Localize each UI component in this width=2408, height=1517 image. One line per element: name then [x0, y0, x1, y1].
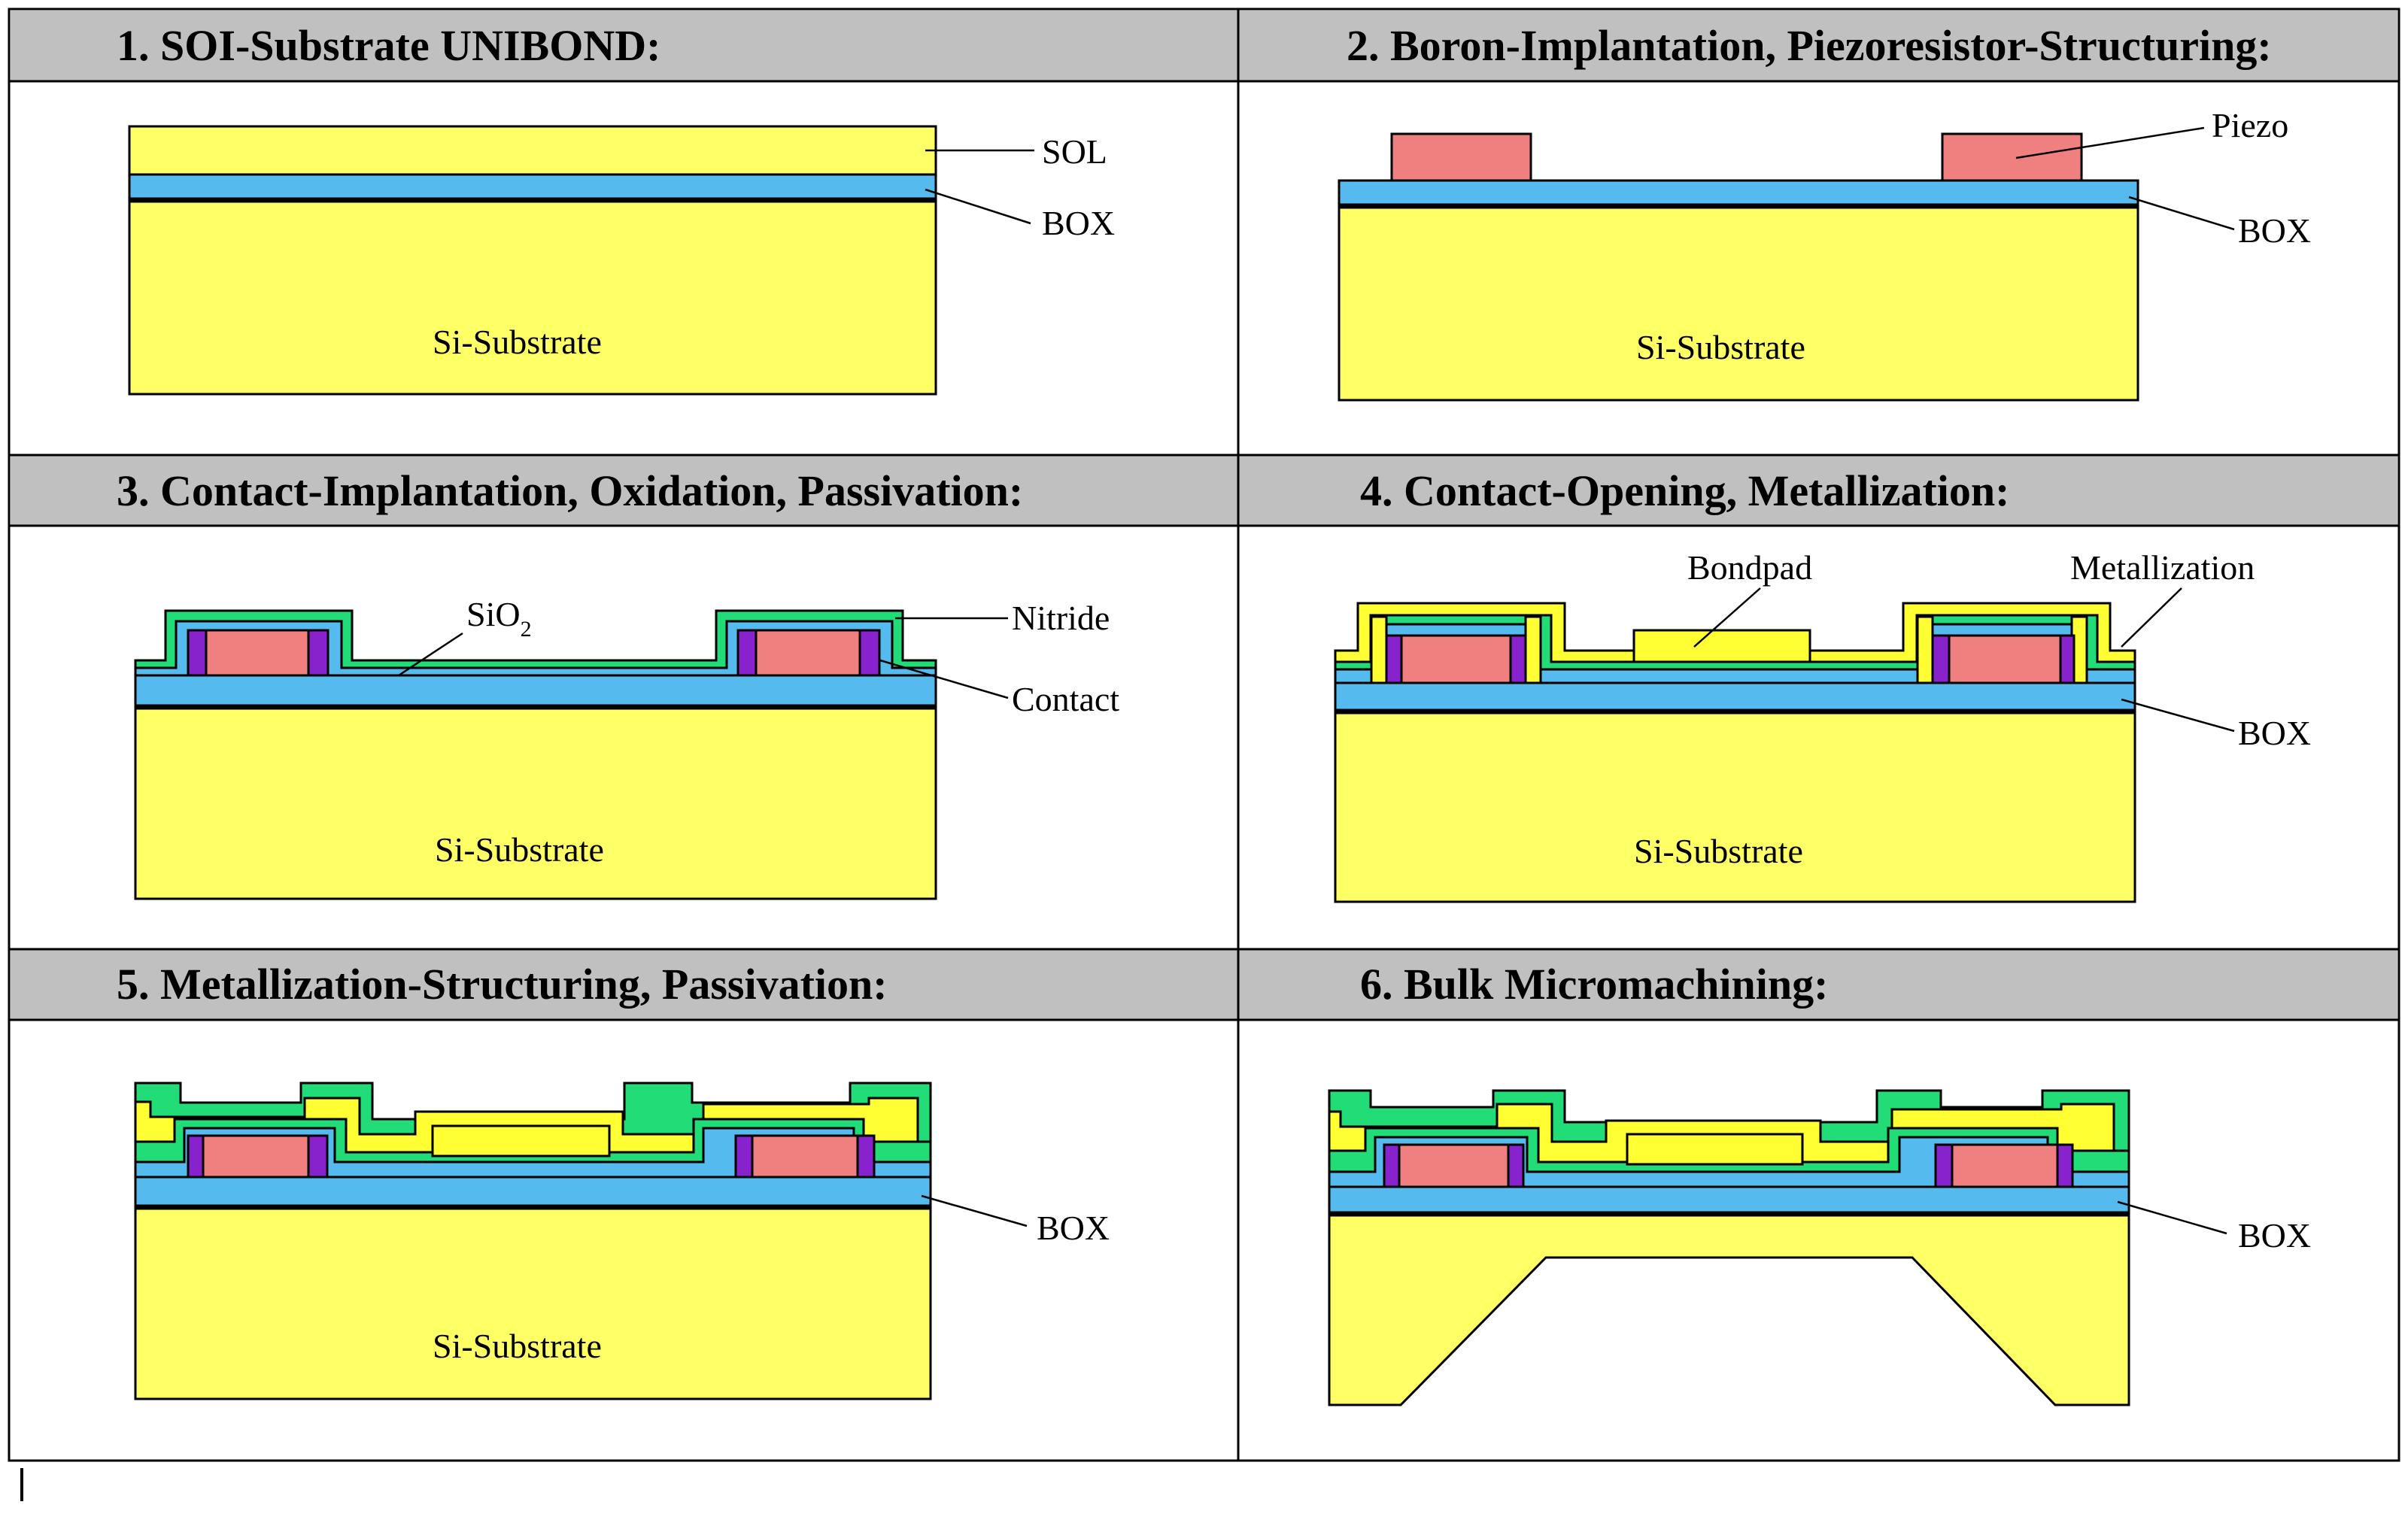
panel-4-diagram	[1334, 587, 2235, 903]
label-metallization: Metallization	[2070, 548, 2255, 587]
panel-1-title: 1. SOI-Substrate UNIBOND:	[117, 21, 660, 70]
si-substrate	[1334, 710, 2136, 903]
label-box-6: BOX	[2238, 1216, 2311, 1255]
label-box-2: BOX	[2238, 211, 2311, 250]
box-layer	[134, 674, 937, 708]
label-substrate-2: Si-Substrate	[1636, 328, 1805, 366]
panel-3-title: 3. Contact-Implantation, Oxidation, Pass…	[117, 466, 1023, 515]
panel-3-diagram	[134, 609, 1009, 900]
label-box-1: BOX	[1042, 204, 1115, 242]
label-sol: SOL	[1042, 132, 1107, 171]
header-bar-5	[11, 949, 1238, 1020]
panel-2-title: 2. Boron-Implantation, Piezoresistor-Str…	[1347, 21, 2272, 70]
label-nitride: Nitride	[1012, 599, 1110, 637]
header-bar-6	[1238, 949, 2397, 1020]
panel-1-diagram	[128, 125, 1034, 396]
piezo-resistor-left	[202, 1134, 310, 1179]
panel-5-diagram	[134, 1082, 1028, 1400]
piezo-resistor-left	[1398, 1143, 1510, 1188]
piezo-resistor-left	[187, 629, 310, 677]
box-layer	[134, 1176, 932, 1209]
si-substrate	[134, 705, 937, 900]
label-box-4: BOX	[2238, 714, 2311, 752]
header-bar-4	[1238, 455, 2397, 526]
piezo-resistor-right	[1948, 634, 2062, 684]
piezo-resistor-left	[1390, 132, 1532, 182]
label-substrate-5: Si-Substrate	[433, 1327, 602, 1365]
box-layer	[1328, 1185, 2130, 1215]
contact-implant	[307, 629, 329, 677]
si-substrate	[128, 199, 937, 396]
piezo-resistor-right	[1941, 132, 2083, 182]
bondpad	[1626, 1133, 1804, 1166]
table-frame	[8, 8, 2400, 1462]
piezo-resistor-right	[751, 1134, 859, 1179]
panel-2-diagram	[1338, 126, 2235, 402]
box-layer	[1338, 179, 2139, 208]
si-substrate	[134, 1206, 932, 1400]
box-layer	[128, 173, 937, 202]
label-substrate-1: Si-Substrate	[433, 323, 602, 361]
label-contact: Contact	[1012, 680, 1119, 718]
panel-4-title: 4. Contact-Opening, Metallization:	[1360, 466, 2009, 515]
micromachined-substrate	[1328, 1212, 2130, 1406]
sol-layer	[128, 125, 937, 176]
bondpad	[1632, 629, 1811, 663]
text-cursor	[20, 1468, 23, 1501]
box-layer	[1334, 681, 2136, 713]
panel-6-title: 6. Bulk Micromachining:	[1360, 960, 1828, 1009]
panel-6-diagram	[1328, 1089, 2227, 1406]
label-box-5: BOX	[1037, 1209, 1110, 1247]
contact-implant	[187, 629, 208, 677]
piezo-resistor-right	[1951, 1143, 2059, 1188]
label-sio2: SiO2	[466, 595, 532, 642]
contact-implant	[736, 629, 758, 677]
header-bar-3	[11, 455, 1238, 526]
contact-implant	[858, 629, 881, 677]
si-substrate	[1338, 205, 2139, 402]
piezo-resistor-right	[755, 629, 861, 677]
bondpad	[431, 1124, 611, 1157]
label-piezo: Piezo	[2212, 106, 2288, 144]
header-bar-1	[11, 11, 1238, 81]
label-substrate-3: Si-Substrate	[435, 830, 604, 869]
label-substrate-4: Si-Substrate	[1634, 832, 1803, 870]
piezo-resistor-left	[1400, 634, 1514, 684]
header-bar-2	[1238, 11, 2397, 81]
panel-5-title: 5. Metallization-Structuring, Passivatio…	[117, 960, 888, 1009]
label-bondpad: Bondpad	[1687, 548, 1812, 587]
